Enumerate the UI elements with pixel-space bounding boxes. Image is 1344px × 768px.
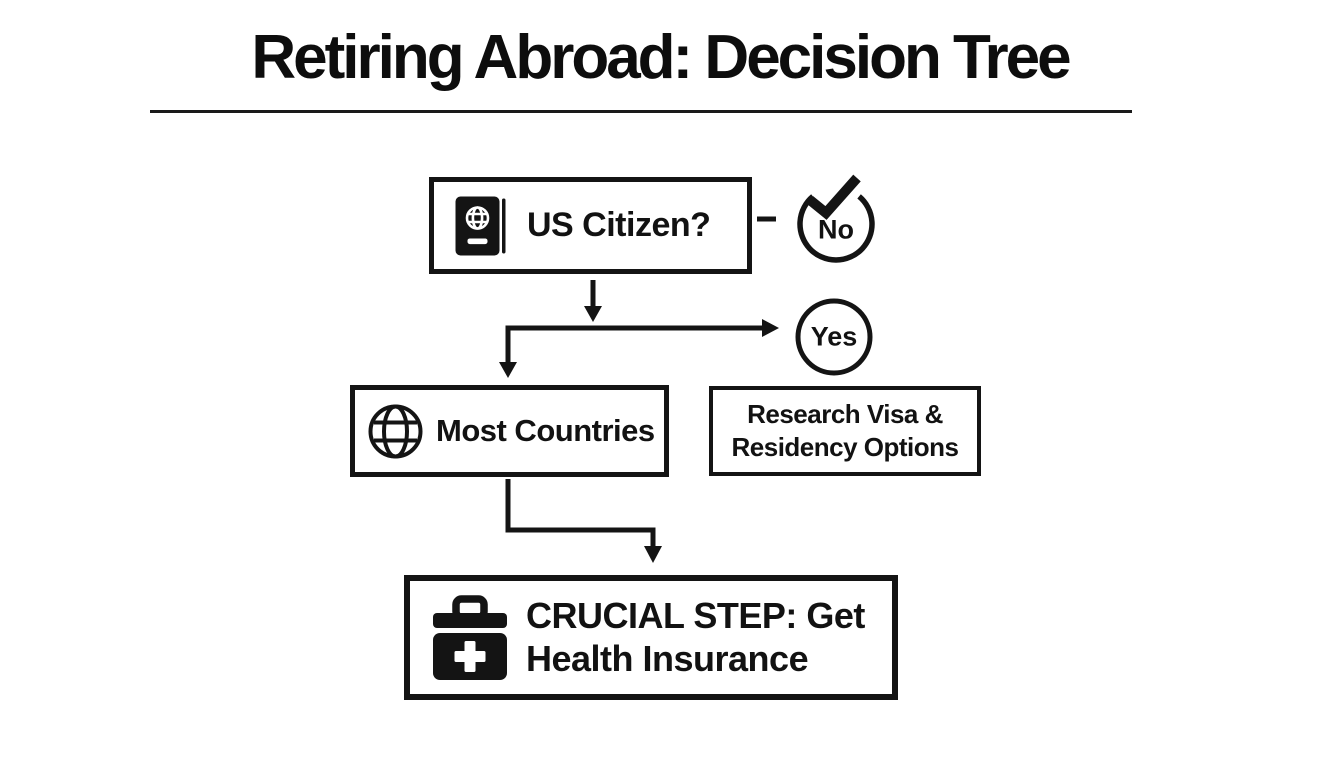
connector-elbow-yes	[505, 325, 763, 364]
arrowhead-right-yes	[762, 319, 779, 337]
title-underline	[150, 110, 1132, 113]
connector-elbow-health	[505, 479, 656, 548]
badge-no: No	[791, 164, 887, 276]
badge-label: Yes	[810, 321, 858, 352]
node-us-citizen: US Citizen?	[429, 177, 752, 274]
page-title: Retiring Abroad: Decision Tree	[251, 23, 1071, 92]
node-label-line1: Research Visa &	[747, 398, 943, 429]
node-research-visa: Research Visa & Residency Options	[709, 386, 981, 476]
node-label-line2: Health Insurance	[526, 637, 809, 679]
badge-label: No	[818, 214, 854, 245]
node-label: Most Countries	[436, 413, 655, 448]
passport-icon	[455, 196, 506, 256]
badge-yes: Yes	[792, 296, 876, 380]
node-label-line1: CRUCIAL STEP: Get	[526, 595, 865, 637]
globe-icon	[367, 403, 424, 460]
node-most-countries: Most Countries	[350, 385, 669, 477]
node-label: US Citizen?	[527, 206, 711, 244]
circle-icon	[795, 298, 873, 376]
arrowhead-down-most	[499, 362, 517, 378]
check-circle-icon	[797, 174, 875, 263]
node-label-line2: Residency Options	[731, 432, 960, 462]
arrowhead-down-health	[644, 546, 662, 563]
arrowhead-down-us	[584, 306, 602, 322]
node-label: CRUCIAL STEP: Get Health Insurance	[526, 595, 865, 679]
node-label: Research Visa & Residency Options	[731, 398, 960, 464]
first-aid-kit-icon	[432, 594, 508, 681]
node-health-insurance: CRUCIAL STEP: Get Health Insurance	[404, 575, 898, 700]
